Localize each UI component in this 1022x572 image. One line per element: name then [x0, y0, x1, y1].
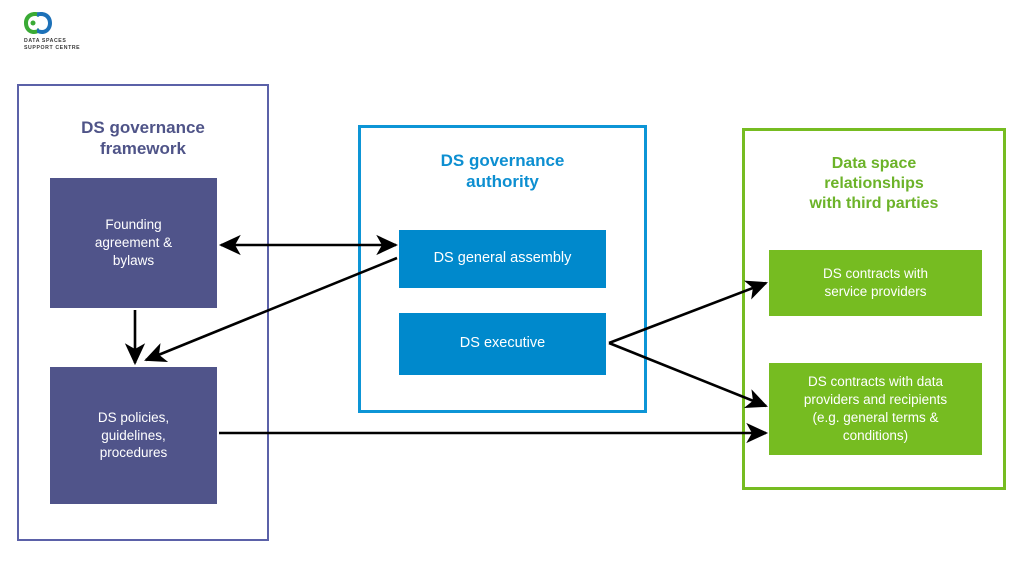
logo-line-1: DATA SPACES: [24, 38, 67, 44]
group-title-data-space-relationships: Data space relationships with third part…: [809, 155, 939, 212]
node-founding-agreement-bylaws[interactable]: Founding agreement & bylaws: [50, 178, 217, 308]
logo-mark-icon: [24, 12, 52, 34]
node-ds-policies-guidelines-procedures[interactable]: DS policies, guidelines, procedures: [50, 367, 217, 504]
node-ds-general-assembly[interactable]: DS general assembly: [399, 230, 606, 288]
logo-line-2: SUPPORT CENTRE: [24, 45, 81, 51]
group-title-ds-governance-framework: DS governance framework: [81, 118, 205, 159]
node-ds-executive[interactable]: DS executive: [399, 313, 606, 375]
group-title-ds-governance-authority: DS governance authority: [440, 151, 565, 192]
node-ds-contracts-data-providers[interactable]: DS contracts with data providers and rec…: [769, 363, 982, 455]
node-ds-contracts-service-providers[interactable]: DS contracts with service providers: [769, 250, 982, 316]
